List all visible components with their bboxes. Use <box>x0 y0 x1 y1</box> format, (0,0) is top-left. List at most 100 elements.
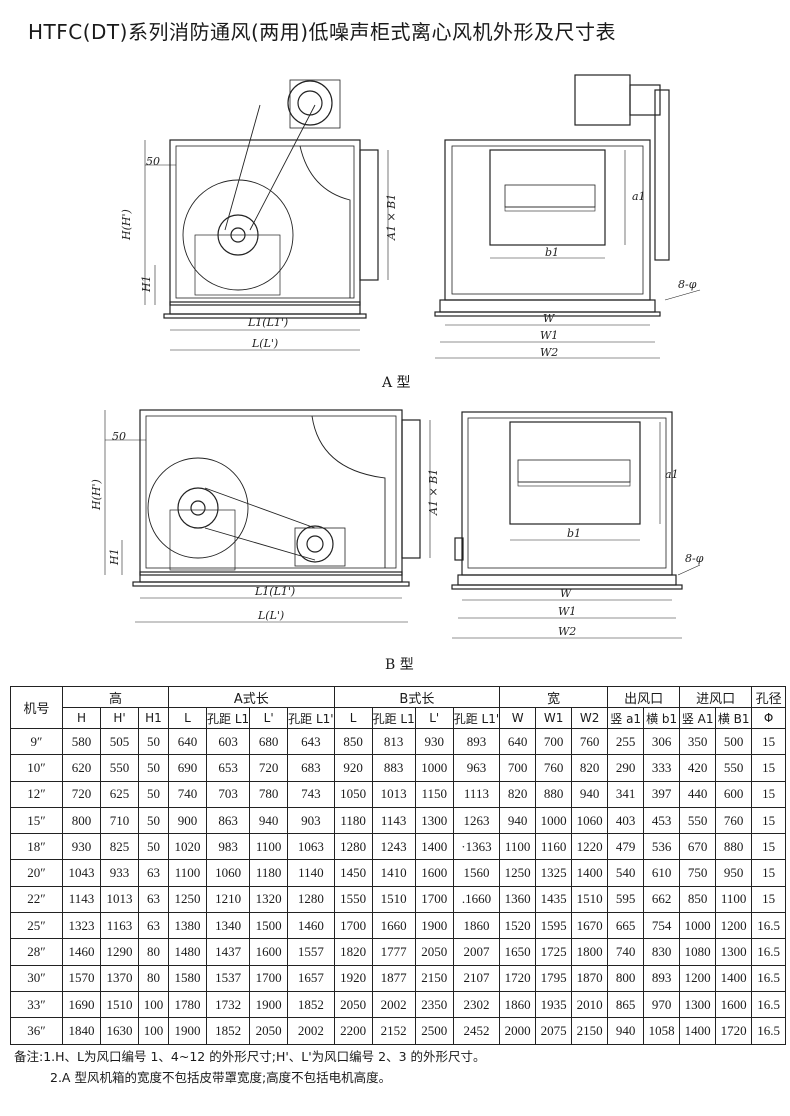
table-cell: 1325 <box>535 859 573 887</box>
sub-header-cell: 竖 a1 <box>607 707 645 729</box>
sub-header-cell: 孔距 L1 <box>205 707 251 729</box>
table-cell: 1777 <box>371 938 416 966</box>
table-cell: 580 <box>62 727 101 756</box>
table-cell: 1400 <box>414 833 454 861</box>
table-cell: 1437 <box>205 938 251 966</box>
header-width: 宽 <box>499 686 609 708</box>
table-cell: 1650 <box>499 938 537 966</box>
sub-header-cell: Φ <box>751 707 787 729</box>
table-cell: 1080 <box>679 938 717 966</box>
model-cell: 25″ <box>10 912 63 940</box>
table-cell: 940 <box>249 806 289 835</box>
table-cell: 1700 <box>333 912 373 940</box>
table-cell: 1300 <box>414 806 454 835</box>
b-dim-hole: 8-φ <box>685 552 704 565</box>
table-cell: 760 <box>715 806 753 835</box>
table-cell: 1140 <box>287 859 335 887</box>
table-cell: 830 <box>643 938 681 966</box>
table-cell: 813 <box>371 727 416 756</box>
sub-header-cell: 孔距 L1' <box>452 707 501 729</box>
table-cell: 63 <box>138 859 169 887</box>
table-cell: 505 <box>100 727 139 756</box>
table-cell: 2302 <box>452 990 501 1019</box>
table-cell: 1400 <box>679 1017 717 1045</box>
table-cell: 16.5 <box>751 912 787 940</box>
model-cell: 12″ <box>10 780 63 808</box>
table-cell: 50 <box>138 727 169 756</box>
table-cell: 1780 <box>168 990 207 1019</box>
sub-header-cell: H1 <box>138 707 169 729</box>
a-dim-w: W <box>543 312 556 325</box>
table-cell: 80 <box>138 964 169 992</box>
table-cell: 610 <box>643 859 681 887</box>
table-cell: 1435 <box>535 885 573 914</box>
table-cell: 653 <box>205 754 251 782</box>
b-dim-l1: L1(L1') <box>254 585 295 598</box>
table-cell: 2200 <box>333 1017 373 1045</box>
table-cell: 2107 <box>452 964 501 992</box>
table-cell: 420 <box>679 754 717 782</box>
header-inlet: 进风口 <box>679 686 753 708</box>
table-cell: 825 <box>100 833 139 861</box>
table-cell: 1450 <box>333 859 373 887</box>
b-dim-b1: b1 <box>567 527 581 540</box>
table-cell: 50 <box>138 754 169 782</box>
sub-header-cell: L <box>333 707 373 729</box>
table-cell: 2452 <box>452 1017 501 1045</box>
table-cell: 1000 <box>679 912 717 940</box>
table-cell: 15 <box>751 754 787 782</box>
table-cell: 1537 <box>205 964 251 992</box>
table-cell: 740 <box>607 938 645 966</box>
table-cell: 1720 <box>715 1017 753 1045</box>
table-cell: 1380 <box>168 912 207 940</box>
model-cell: 15″ <box>10 806 63 835</box>
header-outlet: 出风口 <box>607 686 681 708</box>
table-cell: 2002 <box>287 1017 335 1045</box>
table-cell: 1732 <box>205 990 251 1019</box>
sub-header-cell: 横 B1 <box>715 707 753 729</box>
table-cell: 1013 <box>371 780 416 808</box>
table-cell: 670 <box>679 833 717 861</box>
table-cell: 2010 <box>571 990 609 1019</box>
table-cell: 1060 <box>205 859 251 887</box>
sub-header-cell: 竖 A1 <box>679 707 717 729</box>
table-cell: 290 <box>607 754 645 782</box>
table-cell: 1795 <box>535 964 573 992</box>
a-dim-h: H(H') <box>120 209 133 241</box>
table-cell: 680 <box>249 727 289 756</box>
table-cell: 983 <box>205 833 251 861</box>
table-cell: 550 <box>679 806 717 835</box>
a-dim-50: 50 <box>146 155 160 168</box>
header-a-length: A式长 <box>168 686 335 708</box>
model-cell: 30″ <box>10 964 63 992</box>
table-cell: 700 <box>499 754 537 782</box>
table-cell: 479 <box>607 833 645 861</box>
table-cell: 1100 <box>499 833 537 861</box>
table-cell: 1063 <box>287 833 335 861</box>
a-dim-l1: L1(L1') <box>247 316 288 329</box>
table-cell: 1840 <box>62 1017 101 1045</box>
sub-header-cell: L' <box>414 707 454 729</box>
table-cell: 1935 <box>535 990 573 1019</box>
table-cell: 750 <box>679 859 717 887</box>
table-cell: 643 <box>287 727 335 756</box>
table-cell: 1560 <box>452 859 501 887</box>
table-cell: 1500 <box>249 912 289 940</box>
a-dim-l: L(L') <box>251 337 278 350</box>
table-cell: 1852 <box>287 990 335 1019</box>
table-cell: 1720 <box>499 964 537 992</box>
b-type-front-view <box>451 411 701 639</box>
table-cell: 1600 <box>414 859 454 887</box>
b-dim-a1: a1 <box>665 468 679 481</box>
table-cell: 397 <box>643 780 681 808</box>
table-cell: 550 <box>715 754 753 782</box>
table-cell: 743 <box>287 780 335 808</box>
table-cell: 1210 <box>205 885 251 914</box>
table-cell: 820 <box>499 780 537 808</box>
table-cell: 1160 <box>535 833 573 861</box>
